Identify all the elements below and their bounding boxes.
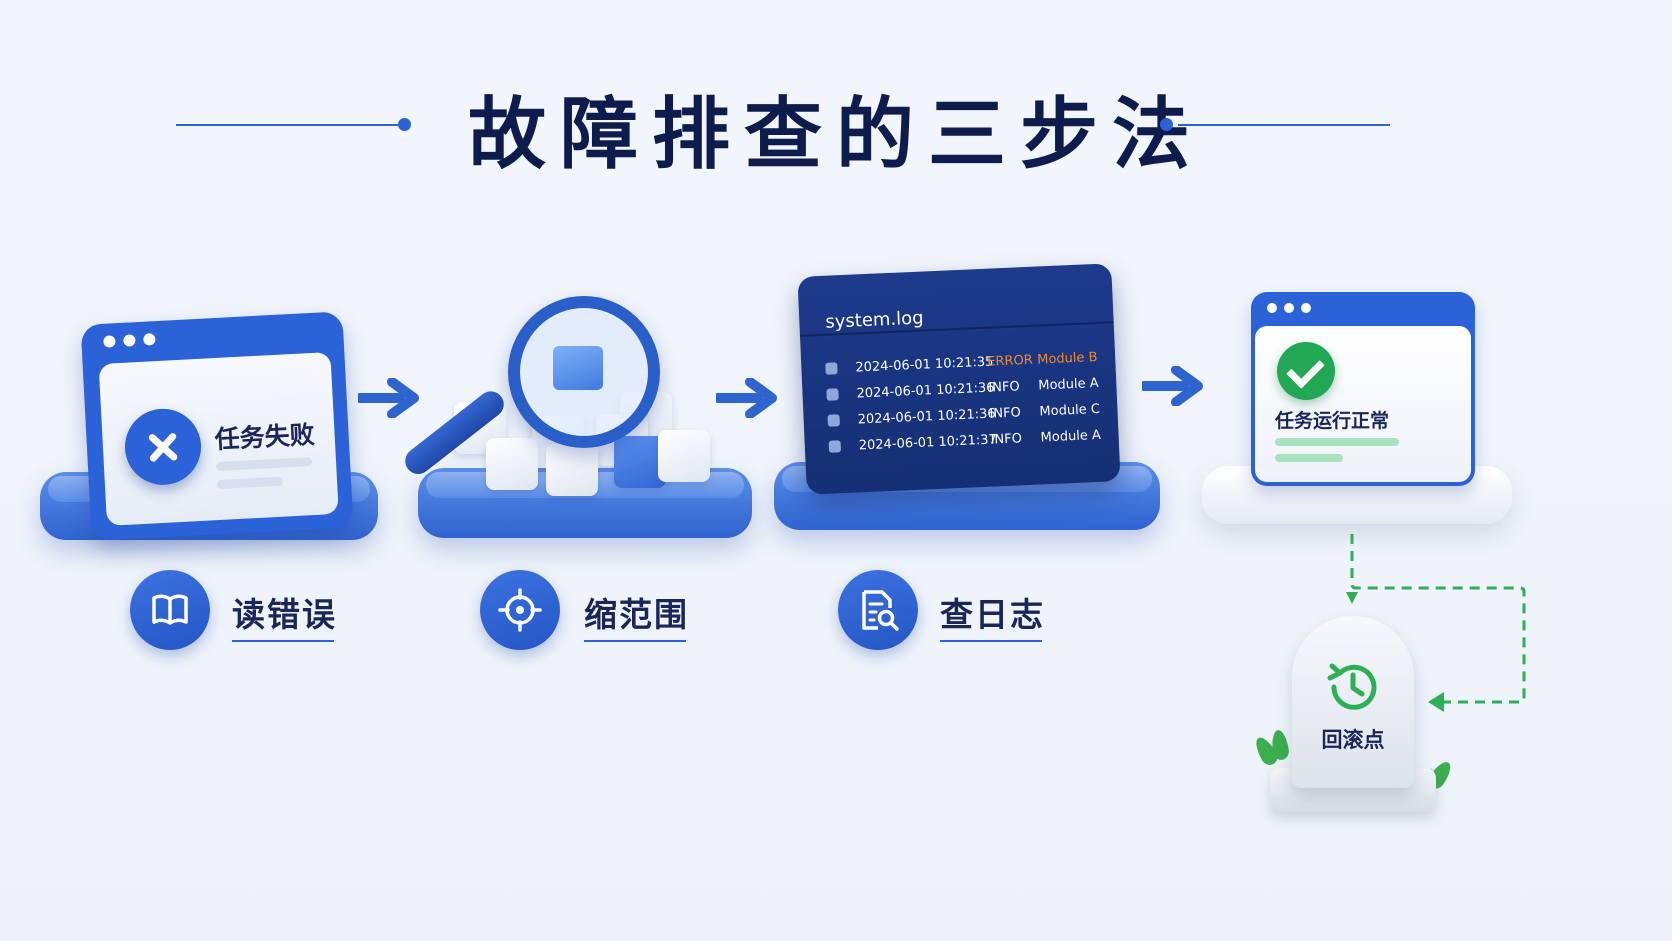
row-checkbox xyxy=(827,414,840,427)
task-failed-label: 任务失败 xyxy=(213,419,316,455)
log-timestamp: 2024-06-01 10:21:37 xyxy=(858,431,998,453)
placeholder-bar xyxy=(215,457,313,472)
cube xyxy=(546,444,598,496)
log-header: system.log xyxy=(824,307,925,333)
log-timestamp: 2024-06-01 10:21:36 xyxy=(857,405,996,427)
title-rule-right xyxy=(1178,124,1390,126)
restore-clock-icon xyxy=(1327,663,1377,710)
crosshair-icon xyxy=(480,570,560,650)
cube xyxy=(658,430,710,482)
step-underline xyxy=(232,640,334,642)
placeholder-bar xyxy=(216,476,284,490)
rollback-tombstone: 回滚点 xyxy=(1292,616,1414,788)
log-level: ERROR xyxy=(986,352,1034,370)
arrow-right-icon xyxy=(1142,366,1203,406)
log-level: INFO xyxy=(990,430,1023,448)
document-search-icon xyxy=(838,570,918,650)
title-dot-left xyxy=(398,118,411,131)
arrow-right-icon xyxy=(358,378,419,418)
title-dot-right xyxy=(1160,118,1173,131)
row-checkbox xyxy=(828,440,842,453)
title-rule-left xyxy=(176,124,398,126)
step-underline xyxy=(940,640,1042,642)
rollback-label: 回滚点 xyxy=(1321,728,1385,752)
progress-bar-green xyxy=(1275,438,1399,446)
check-circle-icon xyxy=(1277,342,1335,400)
window-body: 任务失败 xyxy=(98,351,339,526)
task-success-window: 任务运行正常 xyxy=(1251,292,1475,486)
step-underline xyxy=(584,640,686,642)
log-rows: 2024-06-01 10:21:35 ERROR Module B 2024-… xyxy=(825,344,1109,460)
x-circle-icon xyxy=(123,406,203,487)
rollback-dashed-path xyxy=(1346,534,1526,712)
found-cube xyxy=(553,346,603,390)
cube xyxy=(486,438,538,490)
page-title: 故障排查的三步法 xyxy=(467,90,1204,180)
book-icon xyxy=(130,570,210,650)
log-level: INFO xyxy=(988,378,1020,396)
log-level: INFO xyxy=(989,404,1022,422)
arrow-right-icon xyxy=(716,378,777,418)
window-dots xyxy=(1267,303,1311,313)
progress-bar-green xyxy=(1275,454,1343,462)
step-label-read-error: 读错误 xyxy=(232,595,337,634)
log-module: Module A xyxy=(1040,427,1102,445)
step-label-check-log: 查日志 xyxy=(940,595,1045,634)
log-timestamp: 2024-06-01 10:21:36 xyxy=(856,379,995,401)
log-module: Module C xyxy=(1039,401,1101,420)
window-body: 任务运行正常 xyxy=(1255,326,1471,482)
task-failed-window: 任务失败 xyxy=(80,311,354,541)
step-label-narrow-scope: 缩范围 xyxy=(584,595,689,634)
log-timestamp: 2024-06-01 10:21:35 xyxy=(855,353,994,376)
window-dots xyxy=(103,333,156,348)
system-log-panel: system.log 2024-06-01 10:21:35 ERROR Mod… xyxy=(797,263,1121,495)
log-module: Module A xyxy=(1038,375,1099,394)
task-success-label: 任务运行正常 xyxy=(1275,410,1390,432)
row-checkbox xyxy=(826,388,839,401)
log-module: Module B xyxy=(1036,349,1098,368)
cube-highlighted xyxy=(614,436,666,488)
row-checkbox xyxy=(825,362,838,375)
